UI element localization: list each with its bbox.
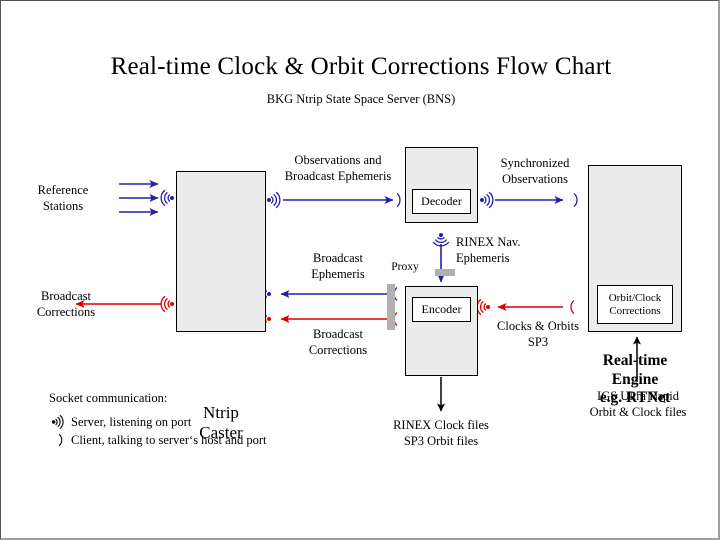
page-title: Real-time Clock & Orbit Corrections Flow… xyxy=(110,53,612,80)
synchronized-observations-label: Synchronized Observations xyxy=(500,156,570,186)
legend: Socket communication: Server, listening … xyxy=(49,391,349,449)
decoder-box[interactable]: Decoder xyxy=(412,189,471,214)
server-socket-icon xyxy=(266,191,281,209)
server-socket-icon xyxy=(160,189,175,207)
realtime-engine-label: Real-time Engine e.g. RTNet xyxy=(599,352,671,407)
rinex-clock-sp3-files-label: RINEX Clock files SP3 Orbit files xyxy=(393,418,489,448)
client-socket-icon xyxy=(570,299,575,315)
server-socket-icon xyxy=(49,412,71,432)
server-socket-icon xyxy=(476,298,491,316)
proxy-label: Proxy xyxy=(391,261,419,273)
client-socket-icon xyxy=(396,192,401,208)
reference-stations-label: Reference Stations xyxy=(37,183,89,213)
legend-title: Socket communication: xyxy=(49,391,168,405)
clocks-orbits-sp3-label: Clocks & Orbits SP3 xyxy=(497,319,579,349)
igs-ultra-rapid-label: IGS Ultra Rapid Orbit & Clock files xyxy=(589,389,687,419)
client-socket-icon xyxy=(573,192,578,208)
server-socket-icon xyxy=(479,191,494,209)
encoder-box[interactable]: Encoder xyxy=(412,297,471,322)
ntrip-caster-label: Ntrip Caster xyxy=(199,403,243,443)
broadcast-corrections-output-label: Broadcast Corrections xyxy=(36,289,96,319)
page-subtitle: BKG Ntrip State Space Server (BNS) xyxy=(266,92,456,106)
legend-item-client: Client, talking to server‘s host and por… xyxy=(49,431,349,449)
rinex-nav-ephemeris-label: RINEX Nav. Ephemeris xyxy=(456,235,521,265)
server-socket-icon xyxy=(160,295,175,313)
proxy-bar-vertical-link xyxy=(435,269,455,276)
proxy-bar-horizontal-link xyxy=(387,284,395,330)
client-socket-icon xyxy=(49,430,71,450)
legend-item-client-text: Client, talking to server‘s host and por… xyxy=(71,432,267,447)
orbit-clock-corrections-box[interactable]: Orbit/Clock Corrections xyxy=(597,285,673,324)
observations-broadcast-ephemeris-label: Observations and Broadcast Ephemeris xyxy=(284,153,392,183)
broadcast-ephemeris-label: Broadcast Ephemeris xyxy=(311,251,365,281)
broadcast-corrections-center-label: Broadcast Corrections xyxy=(308,327,368,357)
ntrip-caster-box[interactable]: Ntrip Caster xyxy=(176,171,266,442)
legend-item-server: Server, listening on port xyxy=(49,413,349,431)
legend-item-server-text: Server, listening on port xyxy=(71,414,192,429)
